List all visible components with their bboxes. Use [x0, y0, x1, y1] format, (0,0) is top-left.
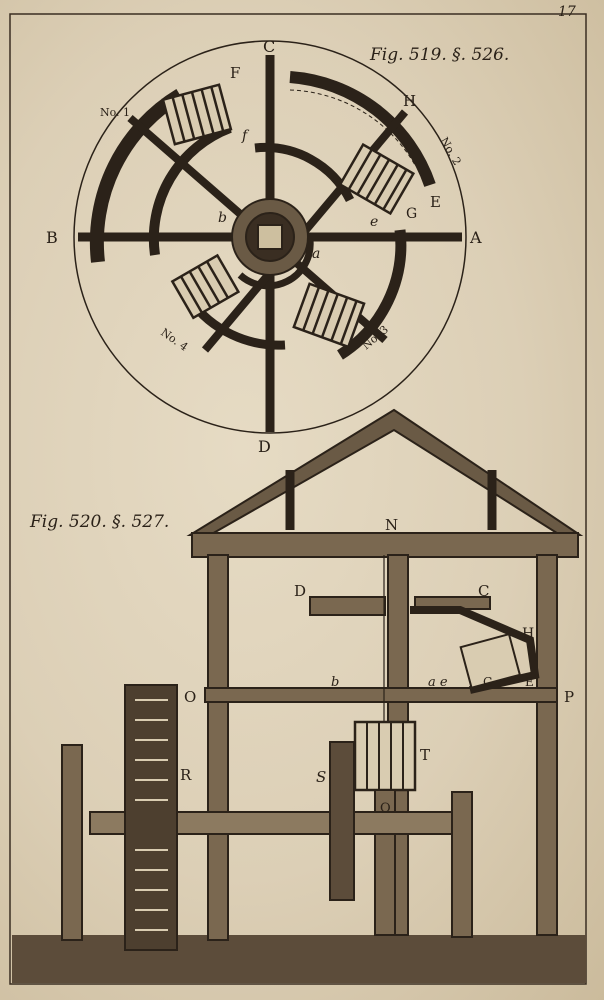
label-no4: No. 4 — [158, 326, 190, 354]
water-wheel-r — [124, 684, 178, 951]
label-a: A — [469, 228, 482, 247]
label-s: S — [316, 768, 326, 786]
outer-post-right — [451, 791, 473, 938]
beam-d — [309, 596, 386, 616]
cage-no1 — [161, 83, 233, 146]
figure-519-wheel — [73, 40, 467, 434]
upper-arm — [410, 606, 540, 694]
top-beam — [191, 532, 579, 558]
label-e: E — [430, 193, 441, 211]
outer-post-left — [61, 744, 83, 941]
label-a-small: a — [312, 246, 320, 262]
label-e-small: e — [370, 214, 378, 230]
right-post — [536, 554, 558, 936]
hub-square — [257, 224, 283, 250]
label-h-520: H — [522, 626, 534, 642]
label-h: H — [403, 92, 416, 110]
label-no2: No. 2 — [437, 135, 463, 168]
label-o-shaft: O — [380, 801, 391, 816]
label-t: T — [420, 746, 430, 764]
label-o-left: O — [184, 688, 196, 706]
dashed-arc — [289, 89, 416, 166]
label-c: C — [263, 37, 275, 56]
label-r: R — [180, 766, 192, 784]
label-g-520: G — [483, 675, 493, 689]
plate-border — [9, 13, 587, 985]
label-f: F — [230, 64, 240, 82]
figure-520-mill — [12, 408, 586, 983]
gear-s — [329, 741, 355, 901]
arc-segment-outer-right — [289, 71, 436, 187]
outer-circle — [73, 40, 467, 434]
upper-cage — [459, 632, 522, 689]
label-n: N — [385, 516, 398, 534]
label-g: G — [406, 206, 417, 222]
label-d-520: D — [294, 582, 306, 600]
cage-no4 — [170, 253, 241, 320]
label-b-520: b — [331, 675, 339, 690]
lantern-t — [353, 720, 417, 792]
label-no1: No. 1 — [100, 106, 130, 119]
figure-520-caption: Fig. 520. §. 527. — [29, 512, 169, 532]
arc-segment-inner — [237, 239, 314, 290]
water-wheel-paddles — [135, 699, 168, 931]
label-b: B — [46, 228, 58, 247]
ground — [12, 935, 586, 983]
label-ae-520: a e — [428, 675, 448, 690]
page-number: 17 — [558, 4, 576, 20]
label-c-520: C — [478, 582, 489, 600]
cage-no3 — [292, 282, 366, 349]
label-p: P — [564, 688, 574, 706]
label-f-small: f — [241, 128, 250, 144]
crossbeam-op — [204, 687, 558, 703]
arc-segment-mid-right — [337, 229, 407, 360]
cage-no2 — [338, 142, 416, 216]
label-b-small: b — [218, 210, 227, 226]
left-post — [207, 554, 229, 941]
figure-519-caption: Fig. 519. §. 526. — [369, 45, 509, 65]
label-d: D — [258, 437, 271, 456]
label-e-520: E — [525, 675, 534, 689]
